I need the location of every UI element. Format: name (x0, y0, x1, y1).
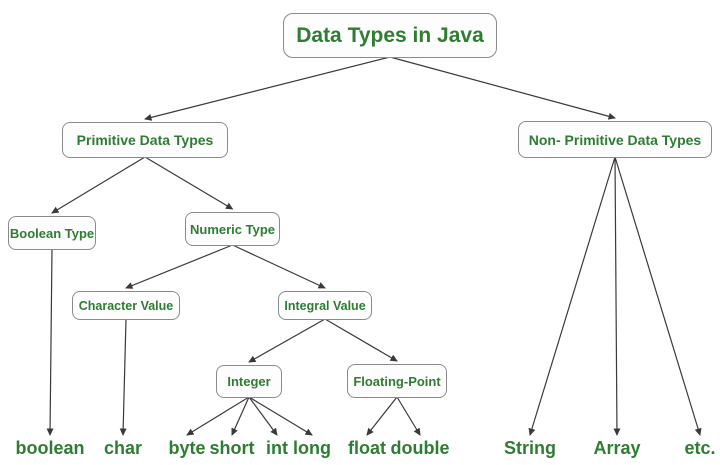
leaf-array: Array (593, 438, 641, 458)
leaf-float: float (348, 438, 386, 458)
leaf-char: char (103, 438, 143, 458)
node-boolean-type: Boolean Type (8, 216, 96, 250)
leaf-double: double (390, 438, 450, 458)
leaf-byte: byte (168, 438, 206, 458)
leaf-etc: etc. (684, 438, 716, 458)
node-integer: Integer (216, 365, 282, 398)
node-non-primitive-data-types: Non- Primitive Data Types (518, 121, 712, 158)
leaf-long: long (293, 438, 331, 458)
leaf-int: int (266, 438, 288, 458)
node-primitive-data-types: Primitive Data Types (62, 122, 228, 158)
node-floating-point: Floating-Point (347, 364, 447, 398)
node-integral-value: Integral Value (278, 291, 372, 320)
node-character-value: Character Value (72, 291, 180, 320)
leaf-boolean: boolean (15, 438, 85, 458)
leaf-short: short (209, 438, 255, 458)
node-data-types-in-java: Data Types in Java (283, 13, 497, 58)
leaf-string: String (504, 438, 556, 458)
node-numeric-type: Numeric Type (185, 212, 280, 246)
